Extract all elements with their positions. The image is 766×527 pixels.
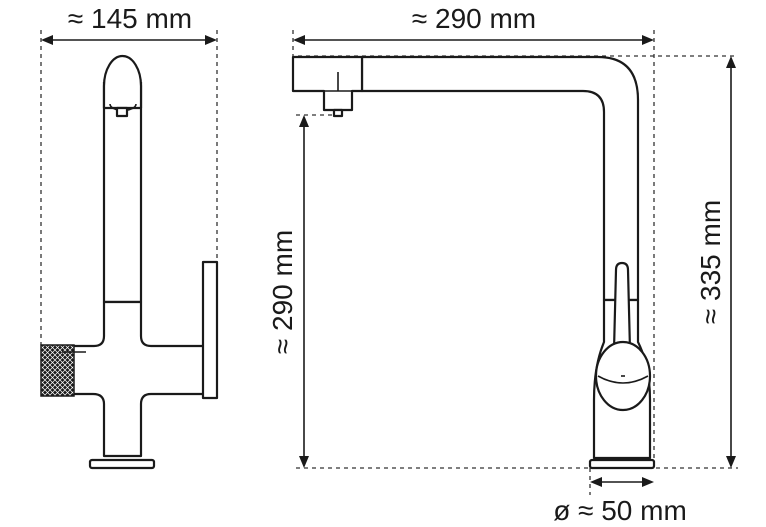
spout-height-arrow-top (299, 115, 309, 127)
front-view-spout (360, 55, 640, 302)
front-view-base (588, 458, 656, 470)
side-view-body (68, 300, 206, 458)
reach-arrow-right (642, 35, 654, 45)
width-dimension-label: ≈ 145 mm (68, 3, 192, 34)
side-view: ≈ 145 mm (40, 3, 219, 470)
total-height-dimension-label: ≈ 335 mm (695, 200, 726, 324)
reach-dimension-label: ≈ 290 mm (412, 3, 536, 34)
side-view-base (88, 458, 156, 470)
reach-arrow-left (293, 35, 305, 45)
front-view-lever-knob-curve (597, 375, 649, 384)
front-view-lever-arm (612, 261, 632, 352)
front-view-outlet-tip (332, 108, 344, 118)
width-arrow-left (41, 35, 53, 45)
front-view-spout-head (291, 55, 364, 112)
spout-height-arrow-bottom (299, 456, 309, 468)
side-view-lever-head (102, 54, 143, 110)
spout-height-dimension-label: ≈ 290 mm (267, 230, 298, 354)
base-diameter-dimension-label: ø ≈ 50 mm (553, 495, 687, 526)
front-view: ≈ 290 mm ≈ 290 mm ≈ 335 mm ø ≈ 50 mm (267, 3, 738, 526)
side-view-back-plate (201, 260, 219, 400)
base-diameter-arrow-left (590, 477, 602, 487)
total-height-arrow-bottom (726, 456, 736, 468)
total-height-arrow-top (726, 56, 736, 68)
side-view-knurled-knob (40, 344, 75, 397)
base-diameter-arrow-right (642, 477, 654, 487)
width-arrow-right (205, 35, 217, 45)
side-view-lever-tip (115, 106, 129, 118)
